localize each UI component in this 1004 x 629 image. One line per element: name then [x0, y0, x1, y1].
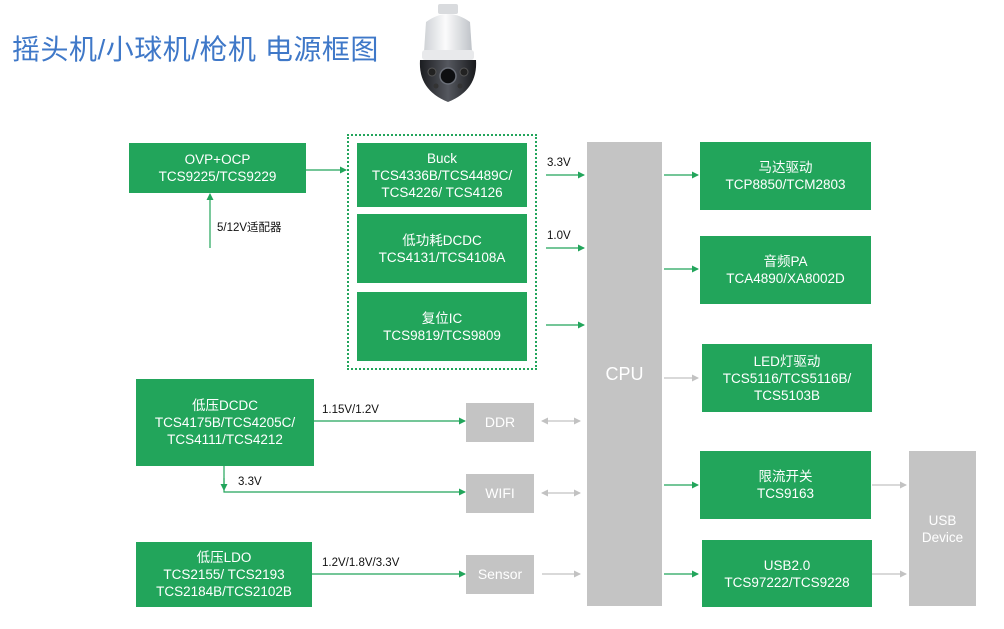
adapter-label: 5/12V适配器 — [217, 222, 282, 234]
sensor-block: Sensor — [466, 555, 534, 594]
reset-ic-block: 复位IC TCS9819/TCS9809 — [357, 292, 527, 361]
led-driver-block: LED灯驱动 TCS5116/TCS5116B/ TCS5103B — [702, 344, 872, 412]
page-title: 摇头机/小球机/枪机 电源框图 — [12, 34, 379, 65]
cpu-block: CPU — [587, 142, 662, 606]
arrow-dcdc-to-wifi — [223, 466, 466, 496]
current-limit-switch-block: 限流开关 TCS9163 — [700, 451, 871, 519]
low-voltage-dcdc-block: 低压DCDC TCS4175B/TCS4205C/ TCS4111/TCS421… — [136, 379, 314, 466]
voltage-label-ddr: 1.15V/1.2V — [322, 404, 379, 416]
voltage-label-1v0: 1.0V — [547, 230, 571, 242]
ddr-block: DDR — [466, 403, 534, 442]
buck-block: Buck TCS4336B/TCS4489C/ TCS4226/ TCS4126 — [357, 143, 527, 207]
ptz-dome-camera-icon — [419, 4, 477, 102]
ovp-ocp-block: OVP+OCP TCS9225/TCS9229 — [129, 143, 306, 193]
usb-device-block: USB Device — [909, 451, 976, 606]
voltage-label-3v3-buck: 3.3V — [547, 157, 571, 169]
pmu-group — [347, 134, 537, 370]
voltage-label-wifi: 3.3V — [238, 476, 262, 488]
voltage-label-sensor: 1.2V/1.8V/3.3V — [322, 557, 400, 569]
motor-driver-block: 马达驱动 TCP8850/TCM2803 — [700, 142, 871, 210]
low-voltage-ldo-block: 低压LDO TCS2155/ TCS2193 TCS2184B/TCS2102B — [136, 542, 312, 607]
wifi-block: WIFI — [466, 474, 534, 513]
audio-pa-block: 音频PA TCA4890/XA8002D — [700, 236, 871, 304]
usb2-block: USB2.0 TCS97222/TCS9228 — [702, 540, 872, 607]
low-power-dcdc-block: 低功耗DCDC TCS4131/TCS4108A — [357, 214, 527, 283]
